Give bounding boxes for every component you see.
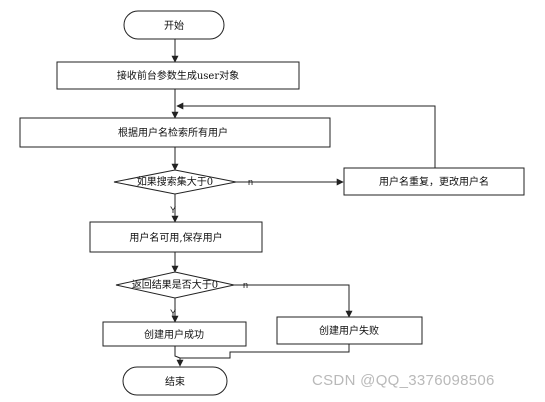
label-check-count-yes: Y	[170, 205, 176, 215]
label-check-result-no: n	[243, 280, 248, 290]
edge-fail-to-end	[180, 344, 350, 359]
node-search-label: 根据用户名检索所有用户	[118, 126, 228, 139]
node-duplicate: 用户名重复，更改用户名	[343, 167, 525, 196]
node-check-result: 返回结果是否大于0	[115, 271, 235, 299]
node-available-label: 用户名可用,保存用户	[129, 231, 222, 244]
node-fail: 创建用户失败	[276, 316, 423, 345]
node-receive: 接收前台参数生成user对象	[56, 61, 300, 90]
node-start-label: 开始	[164, 19, 184, 32]
edge-duplicate-loop-back	[176, 102, 436, 168]
edge-check-result-no	[234, 284, 353, 318]
node-start: 开始	[123, 10, 225, 40]
label-check-count-no: n	[248, 177, 253, 187]
node-check-count-label: 如果搜索集大于0	[137, 175, 213, 188]
node-check-result-label: 返回结果是否大于0	[132, 278, 218, 291]
edge-success-to-end	[174, 346, 184, 367]
node-duplicate-label: 用户名重复，更改用户名	[379, 175, 489, 188]
watermark-text: CSDN @QQ_3376098506	[312, 372, 495, 389]
node-end-label: 结束	[165, 375, 185, 388]
node-receive-label: 接收前台参数生成user对象	[117, 69, 239, 82]
node-fail-label: 创建用户失败	[319, 324, 379, 337]
node-success-label: 创建用户成功	[144, 328, 204, 341]
node-search: 根据用户名检索所有用户	[19, 117, 331, 148]
label-check-result-yes: Y	[170, 308, 176, 318]
node-end: 结束	[122, 366, 228, 396]
node-success: 创建用户成功	[102, 321, 247, 347]
node-check-count: 如果搜索集大于0	[113, 169, 237, 195]
node-available: 用户名可用,保存用户	[89, 221, 263, 253]
